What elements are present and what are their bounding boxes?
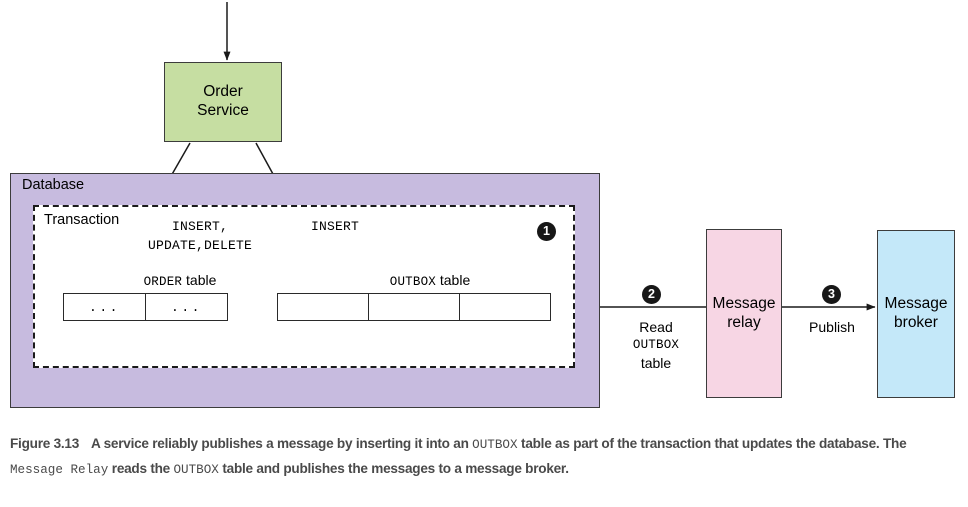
order-table-caption: ORDER table <box>70 272 290 289</box>
outbox-table-cell <box>278 294 369 320</box>
order-service-label-line1: Order <box>203 83 243 101</box>
transaction-label: Transaction <box>44 212 120 228</box>
read-label-table-name: OUTBOX <box>632 337 680 352</box>
outbox-table-name: OUTBOX <box>389 275 436 289</box>
caption-mono-outbox-1: OUTBOX <box>472 438 518 452</box>
caption-mono-outbox-2: OUTBOX <box>173 462 219 477</box>
database-label: Database <box>22 177 85 193</box>
caption-text-3: reads the <box>108 460 174 476</box>
caption-text-2: table as part of the transaction that up… <box>517 436 907 451</box>
outbox-table-suffix: table <box>435 272 471 288</box>
message-relay-label-line2: relay <box>727 313 761 331</box>
figure-number: Figure 3.13 <box>10 436 80 451</box>
step-badge-1: 1 <box>537 222 556 241</box>
order-table: ... ... <box>63 293 228 321</box>
order-table-name: ORDER <box>143 275 183 289</box>
order-service-node: Order Service <box>164 62 282 142</box>
message-relay-node: Message relay <box>706 229 782 398</box>
sql-label-outbox-operations: INSERT <box>310 219 359 234</box>
step-badge-3: 3 <box>822 285 841 304</box>
caption-mono-message-relay: Message Relay <box>10 462 109 477</box>
caption-text-4: table and publishes the messages to a me… <box>218 460 569 476</box>
outbox-table-cell <box>369 294 460 320</box>
outbox-pattern-diagram: Database Transaction INSERT, UPDATE,DELE… <box>10 2 955 408</box>
caption-text-1: A service reliably publishes a message b… <box>91 436 473 451</box>
transaction-container <box>33 205 575 368</box>
order-table-cell: ... <box>171 299 202 315</box>
message-broker-label-line2: broker <box>894 314 938 331</box>
read-label-line1: Read <box>639 319 673 335</box>
message-relay-label-line1: Message <box>712 294 776 312</box>
publish-label: Publish <box>809 319 855 335</box>
step-badge-2: 2 <box>642 285 661 304</box>
order-service-label-line2: Service <box>197 102 249 119</box>
message-broker-node: Message broker <box>877 230 955 398</box>
order-table-cell: ... <box>64 294 146 320</box>
message-broker-label-line1: Message <box>884 295 948 313</box>
outbox-table <box>277 293 551 321</box>
outbox-table-caption: OUTBOX table <box>285 272 575 289</box>
sql-label-order-operations: INSERT, UPDATE,DELETE <box>147 219 253 253</box>
read-outbox-table-label: Read OUTBOX table <box>608 318 704 373</box>
read-label-line3: table <box>640 354 672 371</box>
outbox-table-cell <box>460 294 550 320</box>
figure-caption: Figure 3.13 A service reliably publishes … <box>10 432 954 481</box>
order-table-suffix: table <box>182 272 217 288</box>
